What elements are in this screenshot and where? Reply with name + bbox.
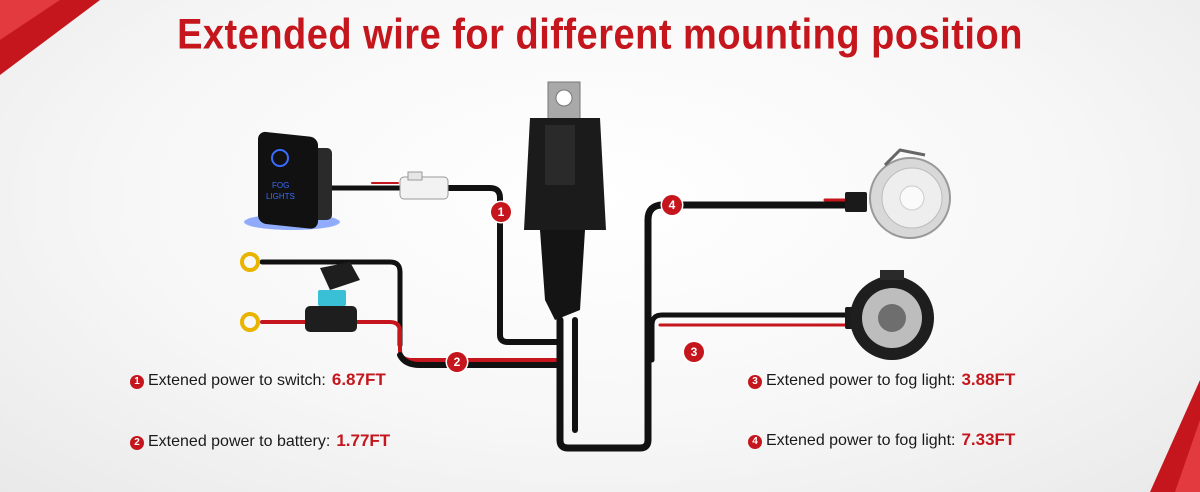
- wire-relay-trunk: [556, 201, 854, 452]
- spec-number: 4: [748, 435, 762, 449]
- fog-light-1: [869, 148, 951, 239]
- fog-light-2: [850, 270, 934, 360]
- rocker-switch: FOG LIGHTS: [244, 131, 340, 230]
- wire-route-1: [445, 185, 563, 345]
- spec-label: Extened power to fog light:: [766, 372, 956, 389]
- corner-decoration-left: [0, 0, 100, 75]
- inline-connector: [399, 171, 449, 200]
- spec-label: Extened power to switch:: [148, 372, 326, 389]
- spec-value: 7.33FT: [961, 430, 1016, 449]
- spec-fog-light-4: 4 Extened power to fog light: 7.33FT: [748, 429, 1015, 452]
- wire-battery-top: [259, 259, 403, 348]
- spec-label: Extened power to battery:: [148, 433, 331, 450]
- spec-switch: 1 Extened power to switch: 6.87FT: [130, 369, 386, 392]
- page-title: Extended wire for different mounting pos…: [177, 11, 1023, 59]
- corner-decoration-right: [1150, 380, 1200, 492]
- ring-terminal-bottom: [240, 312, 260, 332]
- spec-number: 2: [130, 436, 144, 450]
- spec-battery: 2 Extened power to battery: 1.77FT: [130, 430, 390, 453]
- wire-route-3: [649, 312, 853, 363]
- badge-route-3: 3: [684, 342, 704, 362]
- spec-number: 3: [748, 375, 762, 389]
- switch-label-line2: LIGHTS: [266, 192, 295, 201]
- badge-route-1: 1: [491, 202, 511, 222]
- spec-fog-light-3: 3 Extened power to fog light: 3.88FT: [748, 369, 1015, 392]
- fuse-holder: [305, 262, 360, 332]
- ring-terminal-top: [240, 252, 260, 272]
- spec-value: 1.77FT: [336, 431, 391, 450]
- spec-number: 1: [130, 375, 144, 389]
- badge-route-2: 2: [447, 352, 467, 372]
- badge-route-4: 4: [662, 195, 682, 215]
- relay: [524, 81, 606, 320]
- spec-value: 6.87FT: [331, 370, 386, 389]
- switch-label-line1: FOG: [272, 181, 289, 190]
- spec-value: 3.88FT: [961, 370, 1016, 389]
- spec-label: Extened power to fog light:: [766, 432, 956, 449]
